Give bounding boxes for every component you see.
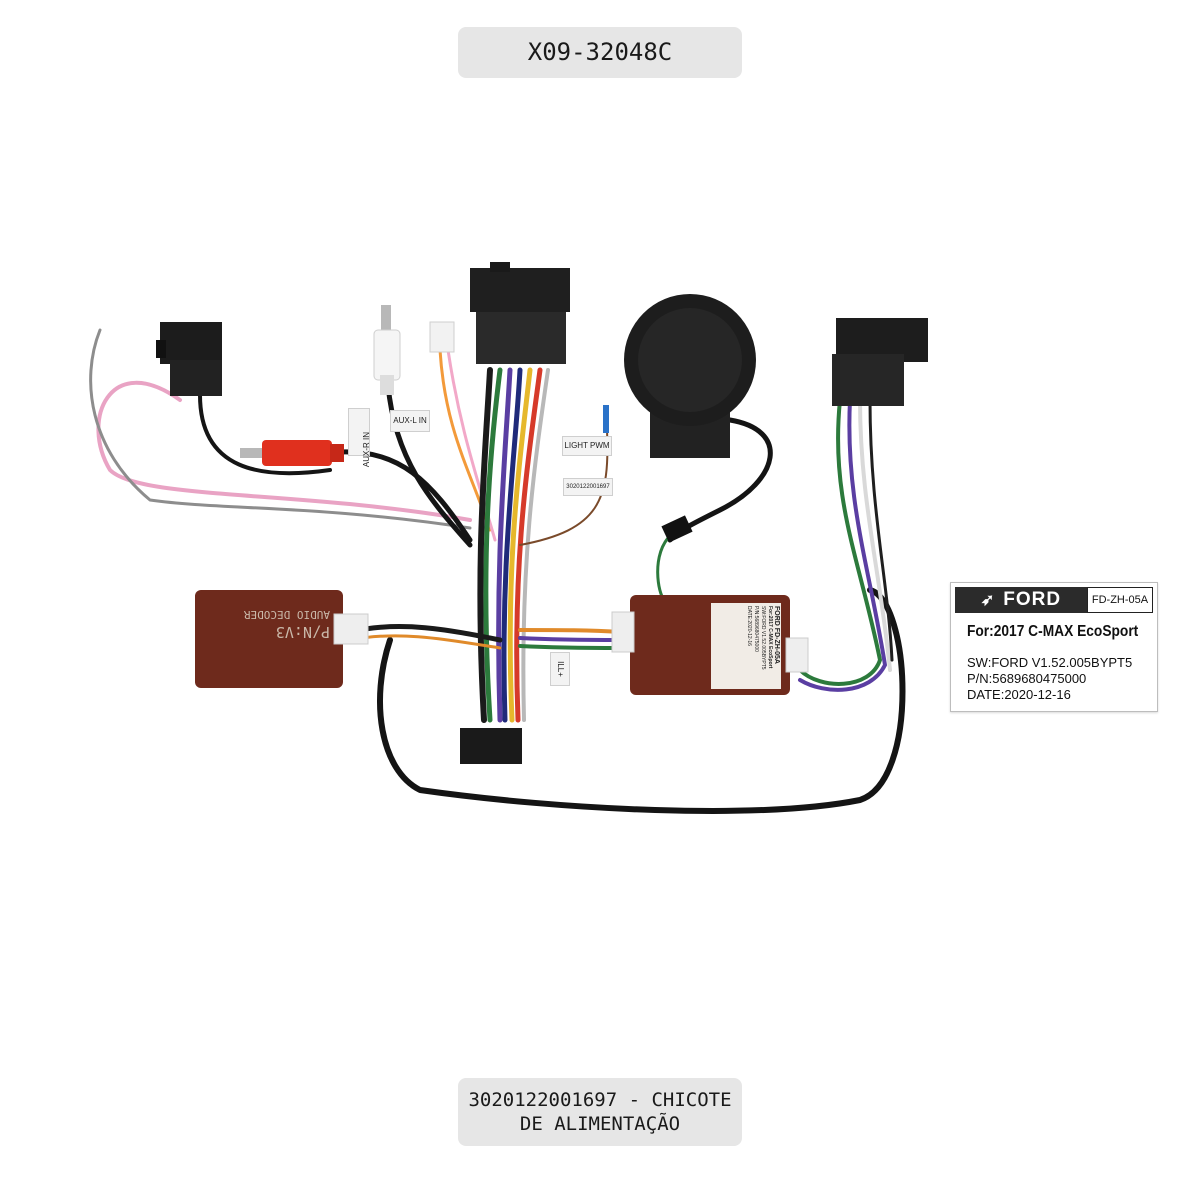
pink-wire bbox=[96, 380, 472, 522]
audio-decoder-text: P/N:V3 AUDIO DECODER bbox=[243, 608, 330, 641]
ford-connector-right bbox=[832, 318, 928, 406]
rca-cable-red bbox=[337, 449, 473, 543]
footer-line-2: DE ALIMENTAÇÃO bbox=[519, 1113, 681, 1135]
sticker-brand: ➶ FORD bbox=[955, 587, 1087, 613]
model-code-header: X09-32048C bbox=[458, 27, 742, 78]
product-sticker: ➶ FORD FD-ZH-05A For:2017 C-MAX EcoSport… bbox=[950, 582, 1158, 712]
model-code-text: X09-32048C bbox=[527, 38, 673, 66]
aux-l-label: AUX-L IN bbox=[390, 410, 430, 432]
aux-r-label: AUX-R IN bbox=[348, 408, 371, 467]
ford-connector-left bbox=[156, 322, 222, 396]
black-loop-wire bbox=[377, 587, 906, 814]
sticker-pn: P/N:5689680475000 bbox=[967, 671, 1087, 686]
ford-connector-center bbox=[470, 262, 570, 364]
footer-line-1: 3020122001697 - CHICOTE bbox=[468, 1089, 732, 1111]
sticker-sw: SW:FORD V1.52.005BYPT5 bbox=[967, 655, 1133, 670]
speaker bbox=[624, 294, 756, 458]
audio-decoder-module bbox=[195, 590, 369, 688]
sticker-date: DATE:2020-12-16 bbox=[967, 687, 1071, 702]
bird-logo-icon: ➶ bbox=[980, 592, 996, 609]
black-wire-left bbox=[198, 393, 332, 476]
canbus-module-label: FORD FD-ZH-05A For:2017 C-MAX EcoSport S… bbox=[746, 606, 780, 670]
inline-connector bbox=[661, 515, 693, 543]
product-description-footer: 3020122001697 - CHICOTE DE ALIMENTAÇÃO bbox=[458, 1078, 742, 1146]
rca-plug-red bbox=[240, 440, 344, 466]
light-pwm-wire-end bbox=[603, 405, 609, 433]
canbus-decoder-module bbox=[611, 595, 809, 695]
sticker-model: For:2017 C-MAX EcoSport bbox=[967, 623, 1139, 640]
gray-wire bbox=[89, 328, 472, 530]
ill-label: ILL+ bbox=[550, 652, 570, 686]
bottom-connector bbox=[460, 728, 522, 764]
sticker-header: ➶ FORD FD-ZH-05A bbox=[955, 587, 1153, 613]
sticker-code: FD-ZH-05A bbox=[1087, 587, 1153, 613]
small-white-connector bbox=[429, 321, 455, 353]
part-number-tag: 3020122001697 bbox=[563, 478, 613, 496]
rca-plug-white bbox=[373, 305, 401, 395]
light-pwm-label: LIGHT PWM bbox=[562, 436, 612, 456]
